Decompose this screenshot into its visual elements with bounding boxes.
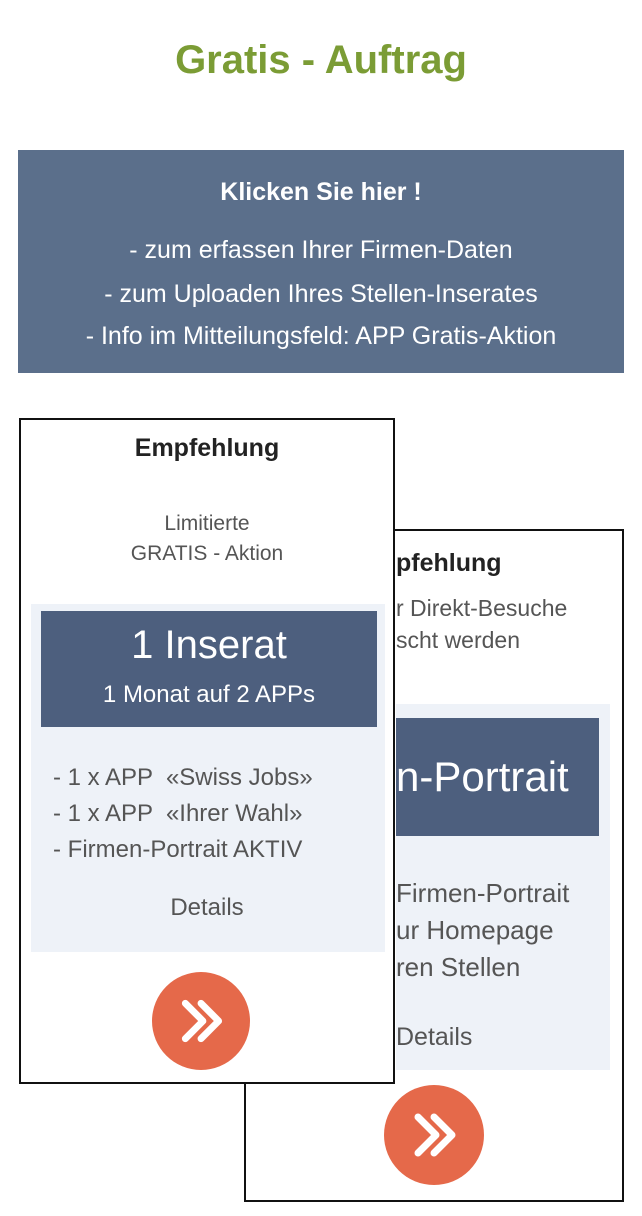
double-chevron-right-icon bbox=[414, 1113, 456, 1157]
banner-line: - Info im Mitteilungsfeld: APP Gratis-Ak… bbox=[85, 322, 557, 350]
card-subtitle: GRATIS - Aktion bbox=[130, 542, 284, 565]
go-button[interactable] bbox=[152, 972, 250, 1070]
signup-banner[interactable]: Klicken Sie hier ! - zum erfassen Ihrer … bbox=[18, 150, 624, 373]
feature-item: ren Stellen bbox=[396, 952, 521, 982]
feature-item: - 1 x APP «Ihrer Wahl» bbox=[53, 800, 303, 827]
card-subtitle: Limitierte bbox=[164, 512, 250, 535]
feature-item: Firmen-Portrait bbox=[396, 878, 570, 908]
banner-heading: Klicken Sie hier ! bbox=[220, 178, 422, 206]
card-subtitle: r Direkt-Besuche bbox=[396, 595, 568, 621]
details-link[interactable]: Details bbox=[170, 894, 244, 921]
card-header-title: 1 Inserat bbox=[131, 623, 287, 667]
feature-item: - 1 x APP «Swiss Jobs» bbox=[53, 764, 313, 791]
banner-line: - zum Uploaden Ihres Stellen-Inserates bbox=[104, 280, 538, 308]
offer-card-inserat[interactable]: Empfehlung Limitierte GRATIS - Aktion 1 … bbox=[19, 418, 395, 1084]
banner-line: - zum erfassen Ihrer Firmen-Daten bbox=[129, 236, 513, 264]
card-subtitle: scht werden bbox=[396, 627, 521, 653]
details-link[interactable]: Details bbox=[396, 1023, 473, 1051]
feature-item: ur Homepage bbox=[396, 915, 554, 945]
card-header-title: n-Portrait bbox=[396, 753, 569, 800]
card-header-subtitle: 1 Monat auf 2 APPs bbox=[102, 681, 316, 708]
card-header bbox=[396, 718, 599, 836]
card-title: Empfehlung bbox=[134, 434, 280, 462]
page-title: Gratis - Auftrag bbox=[175, 38, 467, 82]
card-header: 1 Inserat 1 Monat auf 2 APPs bbox=[41, 611, 377, 727]
double-chevron-right-icon bbox=[181, 999, 223, 1043]
card-title: pfehlung bbox=[396, 549, 502, 577]
offer-card-portrait[interactable]: pfehlung r Direkt-Besuche scht werden n-… bbox=[244, 529, 624, 1202]
feature-item: - Firmen-Portrait AKTIV bbox=[53, 836, 303, 863]
go-button[interactable] bbox=[384, 1085, 484, 1185]
